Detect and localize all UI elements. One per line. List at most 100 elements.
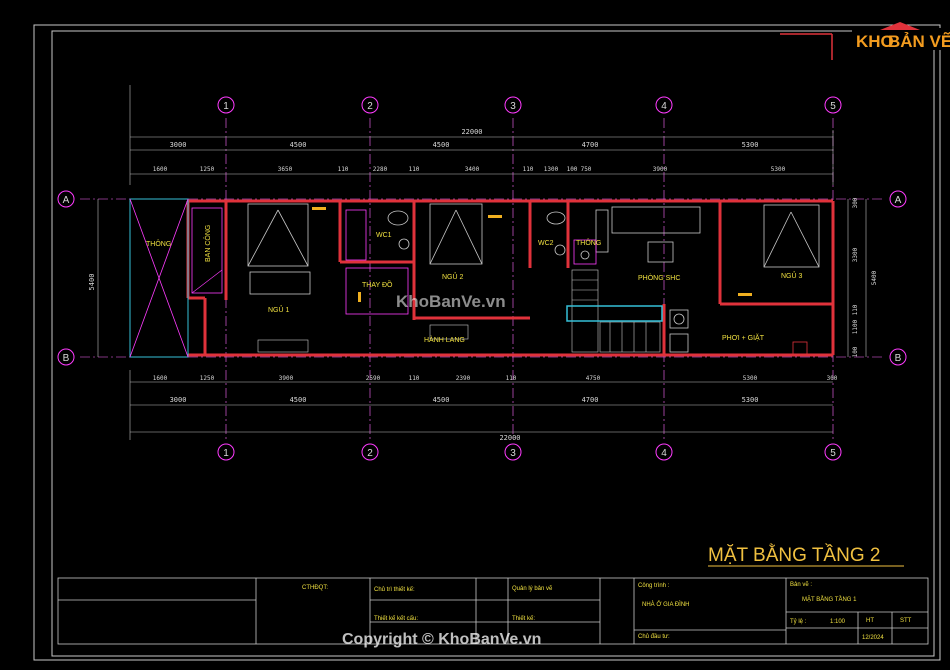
room-label-wc1: WC1 (376, 232, 392, 239)
grid-bubbles-side (57, 190, 907, 366)
dim-text: 1300 (544, 166, 559, 173)
grid-label: 1 (223, 101, 229, 112)
dim-text: 1100 (852, 319, 859, 334)
dim-text: 110 (852, 304, 859, 315)
dim-text: 5300 (742, 396, 759, 404)
dim-text: 100 (567, 166, 578, 173)
room-label-thong2: THÔNG (576, 238, 601, 247)
room-label-hanh-lang: HÀNH LANG (424, 335, 465, 344)
dim-text: 4500 (433, 396, 450, 404)
dims-top-mid: 3000 4500 4500 4700 5300 (170, 141, 759, 149)
room-label-ngu1: NGỦ 1 (268, 305, 290, 314)
desk-hanhlang (429, 324, 469, 340)
tb-ht: HT (866, 618, 874, 624)
logo-text-kho: KHO (856, 32, 894, 51)
dim-text: 4500 (290, 141, 307, 149)
grid-label: 1 (223, 448, 229, 459)
dimension-lines-bottom (129, 370, 833, 440)
room-labels: THÔNG BAN CÔNG NGỦ 1 WC1 THAY ĐỒ NGỦ 2 W… (146, 225, 803, 344)
sofa-shc (595, 206, 701, 263)
dim-text: 5300 (743, 375, 758, 382)
void-cross (129, 198, 189, 358)
room-label-ngu3: NGỦ 3 (781, 271, 803, 280)
grid-bubble (217, 96, 235, 114)
wc1-fixtures (345, 209, 410, 261)
dim-text: 4700 (582, 141, 599, 149)
grid-bubbles-top (217, 96, 842, 114)
door-markers (312, 207, 752, 302)
bed-ngu1 (247, 203, 311, 295)
tb-date: 12/2024 (862, 635, 884, 641)
tb-quan-ly: Quản lý bản vẽ (512, 586, 553, 592)
room-label-phoi-giat: PHƠI + GIẶT (722, 333, 765, 342)
grid-label: 3 (510, 448, 516, 459)
grid-label: 2 (367, 448, 373, 459)
tb-ty-le-label: Tỷ lệ : (790, 618, 807, 625)
tb-thiet-ke-ket-cau: Thiết kế kết cấu: (374, 616, 418, 622)
grid-label: 4 (661, 101, 667, 112)
grid-label: 5 (830, 101, 836, 112)
bed-ngu2 (429, 203, 483, 265)
desk-ngu1 (257, 339, 309, 353)
dim-text: 3900 (653, 166, 668, 173)
dim-text: 1600 (153, 375, 168, 382)
room-label-ngu2: NGỦ 2 (442, 272, 464, 281)
logo-text-banve: BẢN VẼ (888, 31, 950, 51)
dim-text: 4500 (433, 141, 450, 149)
walls (186, 199, 835, 357)
grid-bubble (504, 443, 522, 461)
inner-frame (51, 30, 935, 657)
dim-bottom-total: 22000 (499, 434, 520, 442)
grid-labels-side: A B A B (63, 195, 902, 364)
grid-labels-top: 1 2 3 4 5 (223, 101, 836, 112)
dim-text: 2590 (366, 375, 381, 382)
void-thong-1 (129, 198, 189, 358)
grid-label: 2 (367, 101, 373, 112)
grid-lines-horizontal (80, 198, 885, 358)
grid-bubble (217, 443, 235, 461)
room-label-thong: THÔNG (146, 239, 171, 248)
dim-text: 300 (827, 375, 838, 382)
watermark-copyright: Copyright © KhoBanVe.vn (342, 631, 541, 648)
dim-text: 3300 (852, 247, 859, 262)
dim-text: 2280 (373, 166, 388, 173)
dim-text: 3000 (170, 141, 187, 149)
dim-text: 300 (852, 197, 859, 208)
dim-top-total: 22000 (461, 128, 482, 136)
grid-label: 4 (661, 448, 667, 459)
staircase (571, 269, 661, 353)
tb-cong-trinh: Công trình : (638, 583, 670, 589)
room-label-thay-do: THAY ĐỒ (362, 279, 393, 289)
dim-text: 5400 (871, 270, 878, 285)
khobanve-logo: KHO BẢN VẼ (852, 22, 950, 51)
title-block (57, 577, 929, 645)
dim-text: 4700 (582, 396, 599, 404)
dim-text: 2390 (456, 375, 471, 382)
grid-bubble (889, 190, 907, 208)
tb-thiet-ke: Thiết kế: (512, 616, 535, 622)
dim-text: 5300 (771, 166, 786, 173)
dim-text: 1600 (153, 166, 168, 173)
dim-text: 110 (409, 166, 420, 173)
grid-bubbles-bottom (217, 443, 842, 461)
dims-right: 300 3300 110 1100 100 5400 (852, 197, 878, 357)
dim-text: 1250 (200, 166, 215, 173)
dim-text: 3900 (279, 375, 294, 382)
dimension-lines-side (97, 199, 867, 357)
dims-bottom-detail: 1600 1250 3900 2590 110 2390 110 4750 53… (153, 375, 838, 382)
wardrobe-thay-do (345, 267, 409, 315)
dim-text: 5300 (742, 141, 759, 149)
dim-text: 110 (409, 375, 420, 382)
dim-text: 110 (506, 375, 517, 382)
balcony-rail (191, 207, 223, 294)
grid-label: B (63, 353, 70, 364)
grid-bubble (504, 96, 522, 114)
dim-text: 750 (581, 166, 592, 173)
dim-text: 100 (852, 346, 859, 357)
tb-cthdqt: CTHĐQT: (302, 585, 328, 591)
wc2-fixtures (546, 211, 597, 265)
tb-ty-le-value: 1:100 (830, 619, 846, 625)
dimension-lines-top (129, 85, 834, 185)
dim-text: 110 (523, 166, 534, 173)
